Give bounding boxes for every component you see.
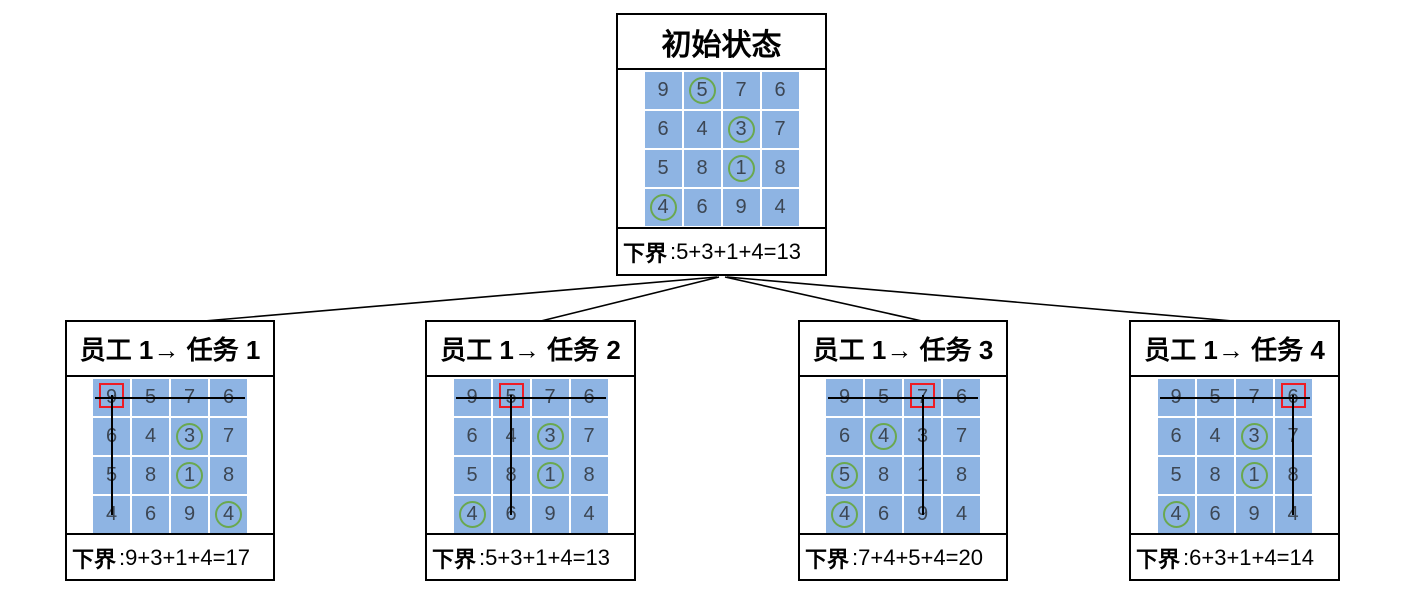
col-strike-line	[921, 395, 924, 515]
tree-edge	[724, 276, 923, 322]
node-title: 员工 1→ 任务 1	[67, 322, 273, 377]
matrix-cell: 4	[1196, 418, 1234, 455]
matrix-cell: 8	[943, 457, 980, 494]
lower-bound-expr: :6+3+1+4=14	[1183, 544, 1314, 570]
matrix-cell: 6	[761, 72, 799, 109]
matrix-cell: 4	[132, 418, 169, 455]
lower-bound: 下界 :5+3+1+4=13	[427, 533, 634, 580]
matrix-cell: 8	[683, 150, 721, 187]
matrix-cell: 7	[722, 72, 760, 109]
matrix-cell: 8	[210, 457, 247, 494]
reduction-circle-mark	[727, 155, 755, 182]
lower-bound: 下界 :5+3+1+4=13	[618, 227, 825, 274]
lower-bound-label: 下界	[72, 546, 117, 572]
matrix-cell: 5	[1157, 457, 1195, 494]
reduction-circle-mark	[1240, 462, 1268, 489]
matrix-cell: 8	[761, 150, 799, 187]
row-strike-line	[1159, 396, 1310, 399]
reduction-circle-mark	[649, 194, 677, 221]
row-strike-line	[828, 396, 978, 399]
reduction-circle-mark	[1240, 423, 1268, 450]
matrix-cell: 6	[865, 496, 902, 533]
matrix-cell: 7	[210, 418, 247, 455]
row-strike-line	[95, 396, 245, 399]
matrix-cell: 8	[865, 457, 902, 494]
matrix-cell: 9	[171, 496, 208, 533]
lower-bound-label: 下界	[432, 546, 477, 572]
lower-bound-label: 下界	[1136, 546, 1181, 572]
lower-bound: 下界 :9+3+1+4=17	[67, 533, 273, 580]
col-strike-line	[510, 395, 512, 515]
matrix-cell: 7	[943, 418, 980, 455]
reduction-circle-mark	[215, 501, 242, 528]
lower-bound-label: 下界	[805, 546, 850, 572]
matrix-cell: 4	[943, 496, 980, 533]
col-strike-line	[1292, 395, 1294, 515]
lower-bound-expr: :7+4+5+4=20	[852, 544, 983, 570]
matrix-cell: 6	[132, 496, 169, 533]
reduction-circle-mark	[688, 77, 716, 104]
node-title: 员工 1→ 任务 2	[427, 322, 634, 377]
matrix-cell: 6	[826, 418, 863, 455]
matrix-cell: 4	[570, 496, 608, 533]
reduction-circle-mark	[1162, 501, 1190, 528]
reduction-circle-mark	[458, 501, 486, 528]
tree-edge	[540, 276, 720, 322]
lower-bound-expr: :5+3+1+4=13	[670, 238, 801, 264]
reduction-circle-mark	[870, 423, 897, 450]
matrix-cell: 7	[570, 418, 608, 455]
reduction-circle-mark	[831, 501, 858, 528]
matrix-cell: 9	[644, 72, 682, 109]
tree-edge	[726, 276, 1234, 322]
matrix-cell: 6	[1196, 496, 1234, 533]
matrix-cell: 8	[570, 457, 608, 494]
matrix-cell: 4	[761, 189, 799, 226]
reduction-circle-mark	[536, 423, 564, 450]
reduction-circle-mark	[536, 462, 564, 489]
col-strike-line	[110, 395, 113, 515]
reduction-circle-mark	[831, 462, 858, 489]
matrix-cell: 5	[453, 457, 491, 494]
matrix-cell: 5	[644, 150, 682, 187]
node-title: 员工 1→ 任务 4	[1131, 322, 1338, 377]
matrix-cell: 6	[644, 111, 682, 148]
lower-bound: 下界 :7+4+5+4=20	[800, 533, 1006, 580]
matrix-cell: 4	[683, 111, 721, 148]
lower-bound-label: 下界	[623, 240, 668, 266]
matrix-cell: 8	[1196, 457, 1234, 494]
matrix-cell: 9	[722, 189, 760, 226]
matrix-cell: 6	[1157, 418, 1195, 455]
matrix-cell: 9	[531, 496, 569, 533]
reduction-circle-mark	[176, 462, 203, 489]
lower-bound-expr: :5+3+1+4=13	[479, 544, 610, 570]
tree-edge	[203, 276, 718, 322]
reduction-circle-mark	[176, 423, 203, 450]
matrix-cell: 9	[1235, 496, 1273, 533]
row-strike-line	[455, 396, 606, 399]
lower-bound: 下界 :6+3+1+4=14	[1131, 533, 1338, 580]
matrix-cell: 6	[683, 189, 721, 226]
matrix-cell: 6	[453, 418, 491, 455]
node-title: 初始状态	[618, 15, 825, 70]
matrix-cell: 7	[761, 111, 799, 148]
lower-bound-expr: :9+3+1+4=17	[119, 544, 250, 570]
reduction-circle-mark	[727, 116, 755, 143]
node-title: 员工 1→ 任务 3	[800, 322, 1006, 377]
matrix-cell: 8	[132, 457, 169, 494]
